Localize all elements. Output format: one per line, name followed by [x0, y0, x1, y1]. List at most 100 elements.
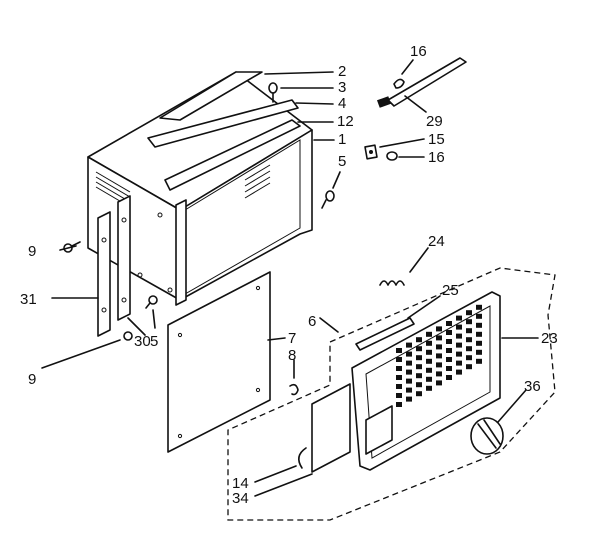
grille-opening — [396, 357, 402, 362]
clip-part-15 — [364, 144, 378, 160]
knob-part-36 — [470, 417, 504, 455]
grille-opening — [416, 373, 422, 379]
grille-opening — [426, 331, 432, 337]
door-part-34 — [311, 383, 351, 473]
callout-36: 36 — [524, 378, 541, 395]
grille-opening — [436, 353, 442, 359]
callout-9-lower: 9 — [28, 371, 36, 388]
grille-opening — [476, 304, 482, 310]
grille-opening — [466, 364, 472, 370]
grille-opening — [456, 360, 462, 366]
grille-opening — [406, 369, 412, 375]
callout-24: 24 — [428, 233, 445, 250]
callout-25: 25 — [442, 282, 459, 299]
grille-opening — [446, 339, 452, 344]
grille-opening — [436, 344, 442, 350]
grille-opening — [456, 351, 462, 357]
grille-opening — [396, 384, 402, 389]
grille-opening — [446, 330, 452, 335]
grille-opening — [436, 380, 442, 386]
callout-labels: 2 3 4 12 1 5 16 29 15 16 24 25 23 6 7 8 … — [20, 43, 558, 507]
clip-part-16-mid — [386, 151, 398, 161]
grille-opening — [406, 387, 412, 393]
callout-4: 4 — [338, 95, 346, 112]
side-rail-part-31 — [97, 211, 111, 337]
grille-opening — [466, 337, 472, 343]
grille-opening — [436, 326, 442, 332]
callout-29: 29 — [426, 113, 443, 130]
grille-opening — [446, 375, 452, 380]
top-rail-part-2 — [159, 71, 263, 121]
grille-opening — [466, 328, 472, 334]
side-rail-part-30 — [117, 195, 131, 321]
callout-9-upper: 9 — [28, 243, 36, 260]
bracket-part-29 — [376, 57, 467, 108]
grille-opening — [476, 349, 482, 355]
spring-part-24 — [379, 280, 405, 286]
callout-7: 7 — [288, 330, 296, 347]
grille-opening — [476, 313, 482, 319]
callout-3: 3 — [338, 79, 346, 96]
callout-23: 23 — [541, 330, 558, 347]
grille-opening — [446, 366, 452, 371]
grille-opening — [426, 385, 432, 391]
grille-opening — [426, 358, 432, 364]
grille-opening — [406, 360, 412, 366]
grille-opening — [446, 357, 452, 362]
clip-part-16-top — [393, 78, 405, 89]
filter-strip-part-25 — [355, 317, 415, 351]
grille-opening — [436, 362, 442, 368]
grille-opening — [416, 337, 422, 343]
grille-opening — [426, 340, 432, 346]
grille-opening — [436, 371, 442, 377]
callout-8: 8 — [288, 347, 296, 364]
grille-opening — [426, 376, 432, 382]
leader-lines — [41, 59, 539, 497]
callout-2: 2 — [338, 63, 346, 80]
grille-opening — [406, 342, 412, 348]
callout-16-mid: 16 — [428, 149, 445, 166]
grille-opening — [396, 375, 402, 380]
grille-opening — [456, 315, 462, 321]
grille-opening — [406, 351, 412, 357]
grille-opening — [456, 324, 462, 330]
callout-14: 14 — [232, 475, 249, 492]
callout-5-top: 5 — [338, 153, 346, 170]
front-grille-part-23 — [351, 291, 501, 471]
callout-6: 6 — [308, 313, 316, 330]
grille-opening — [416, 364, 422, 370]
grille-openings — [396, 304, 482, 407]
screw-part-5-top — [321, 190, 335, 209]
callout-15: 15 — [428, 131, 445, 148]
screw-part-3 — [268, 82, 278, 103]
callout-5-lower: 5 — [150, 333, 158, 350]
grille-opening — [426, 367, 432, 373]
callout-30: 30 — [134, 333, 151, 350]
grille-opening — [456, 369, 462, 375]
grille-opening — [416, 346, 422, 352]
grille-opening — [416, 355, 422, 361]
rail-part-12 — [164, 119, 301, 191]
grille-opening — [406, 396, 412, 402]
grille-opening — [396, 366, 402, 371]
grille-opening — [436, 335, 442, 341]
grille-opening — [416, 391, 422, 397]
panel-part-7 — [167, 271, 271, 453]
screw-part-9-lower — [123, 331, 133, 341]
grille-opening — [466, 355, 472, 361]
seal-part-14 — [298, 447, 307, 469]
grille-opening — [476, 331, 482, 337]
grille-opening — [476, 340, 482, 346]
grille-opening — [396, 348, 402, 353]
callout-12: 12 — [337, 113, 354, 130]
grille-opening — [456, 333, 462, 339]
grille-opening — [426, 349, 432, 355]
grille-opening — [476, 358, 482, 364]
front-assembly-boundary — [227, 267, 556, 521]
grille-opening — [476, 322, 482, 328]
grille-opening — [466, 319, 472, 325]
callout-1: 1 — [338, 131, 346, 148]
callout-34: 34 — [232, 490, 249, 507]
